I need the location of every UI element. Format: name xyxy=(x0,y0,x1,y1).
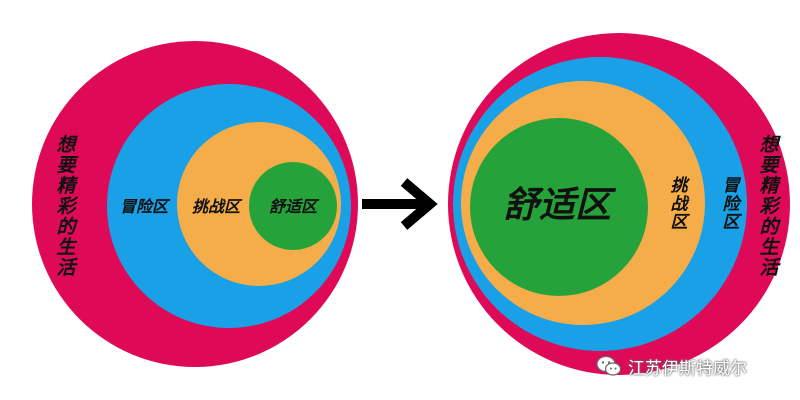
right-middle-label: 冒险区 xyxy=(723,176,743,233)
right-core-circle xyxy=(470,118,648,296)
left-circle-group: 想要精彩的生活 冒险区 挑战区 舒适区 xyxy=(32,41,358,367)
left-core-label: 舒适区 xyxy=(269,197,320,216)
right-core-label: 舒适区 xyxy=(503,185,617,226)
left-inner-label: 挑战区 xyxy=(192,197,243,216)
right-inner-label: 挑战区 xyxy=(671,176,691,233)
right-circle-group: 舒适区 挑战区 冒险区 想要精彩的生活 xyxy=(448,33,790,375)
left-outer-label: 想要精彩的生活 xyxy=(56,134,78,279)
watermark: 江苏伊斯特威尔 xyxy=(596,353,747,379)
watermark-text: 江苏伊斯特威尔 xyxy=(628,358,747,379)
wechat-icon xyxy=(596,355,622,376)
left-core-circle xyxy=(249,162,337,250)
arrow-icon xyxy=(362,178,438,230)
right-outer-label: 想要精彩的生活 xyxy=(759,134,781,279)
left-middle-label: 冒险区 xyxy=(120,197,171,216)
